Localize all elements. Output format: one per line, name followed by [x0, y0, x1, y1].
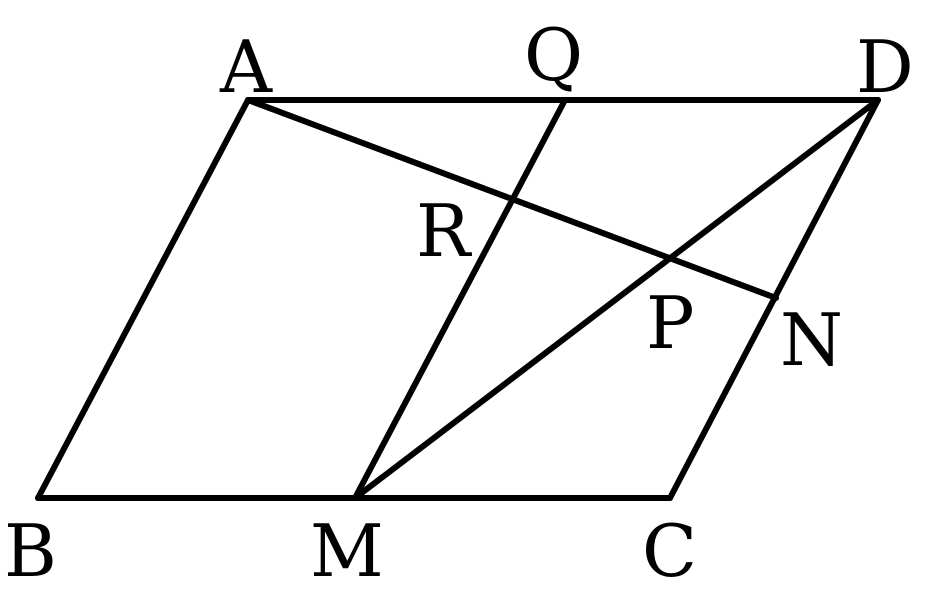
point-label-n: N — [780, 298, 843, 382]
point-label-r: R — [416, 189, 472, 273]
point-label-q: Q — [524, 13, 583, 97]
segment-ab — [35, 97, 251, 501]
segments — [35, 97, 881, 501]
segment-an — [245, 97, 779, 301]
segment-qm — [352, 97, 568, 501]
point-label-d: D — [856, 25, 914, 109]
point-label-b: B — [4, 509, 57, 593]
point-label-c: C — [642, 509, 697, 593]
segment-md — [352, 97, 881, 501]
point-label-m: M — [310, 509, 384, 593]
point-label-p: P — [646, 281, 694, 365]
point-labels: A Q D R P N B M C — [4, 13, 914, 593]
point-label-a: A — [219, 25, 273, 109]
